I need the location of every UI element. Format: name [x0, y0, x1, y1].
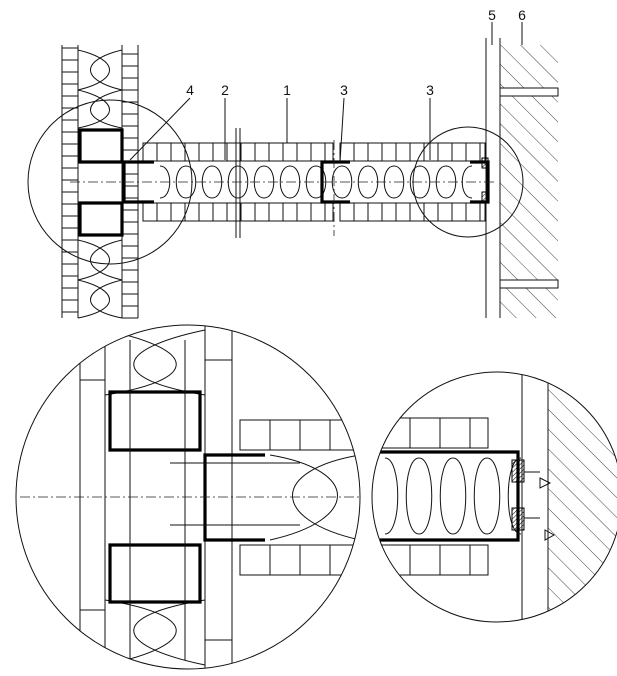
callout-5: 5 — [488, 7, 496, 23]
top-section-view: 1 2 3 3 4 5 6 — [27, 7, 559, 319]
callout-3-left: 3 — [340, 82, 348, 98]
detail-circle-left — [27, 99, 193, 265]
callout-leaders — [129, 22, 523, 163]
right-concrete-wall — [481, 38, 559, 318]
callout-6: 6 — [518, 7, 526, 23]
callout-3-right: 3 — [426, 82, 434, 98]
detail-left-enlarged — [15, 324, 361, 670]
callout-1: 1 — [283, 82, 291, 98]
callout-4: 4 — [186, 82, 194, 98]
detail-right-enlarged — [371, 371, 617, 623]
left-wall — [61, 45, 139, 319]
callout-2: 2 — [221, 82, 229, 98]
